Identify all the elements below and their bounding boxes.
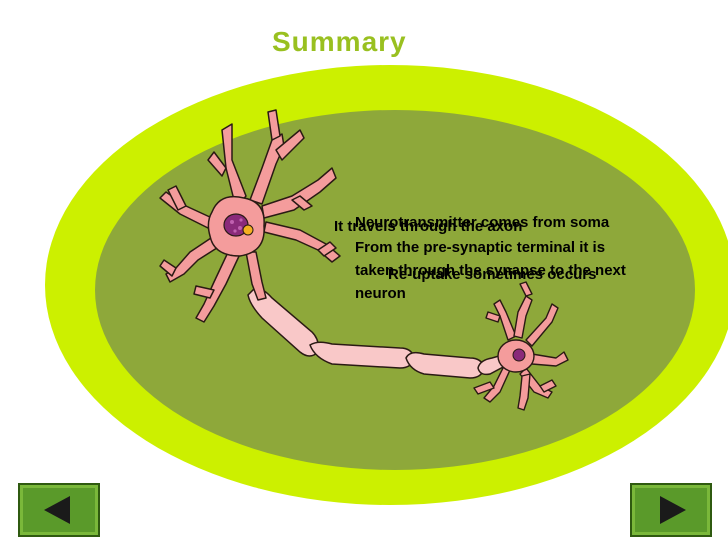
presynaptic-text-line2: taken through the synapse to the next <box>355 262 626 279</box>
neurotransmitter-text: Neurotransmitter comes from soma <box>355 214 610 231</box>
target-neuron <box>473 281 569 411</box>
presynaptic-text-line3: neuron <box>355 285 406 302</box>
slide-title: Summary <box>272 26 407 57</box>
axon <box>247 287 510 379</box>
presynaptic-text-line1: From the pre-synaptic terminal it is <box>355 239 606 256</box>
travels-text: It travels through the axon <box>334 218 523 235</box>
reuptake-text: Re-uptake sometimes occurs <box>388 266 597 283</box>
soma-dendrites <box>159 109 341 323</box>
neurotransmitter-dot <box>242 224 254 236</box>
triangle-left-icon <box>44 496 70 524</box>
triangle-right-icon <box>660 496 686 524</box>
previous-slide-button[interactable] <box>18 483 100 537</box>
next-slide-button[interactable] <box>630 483 712 537</box>
